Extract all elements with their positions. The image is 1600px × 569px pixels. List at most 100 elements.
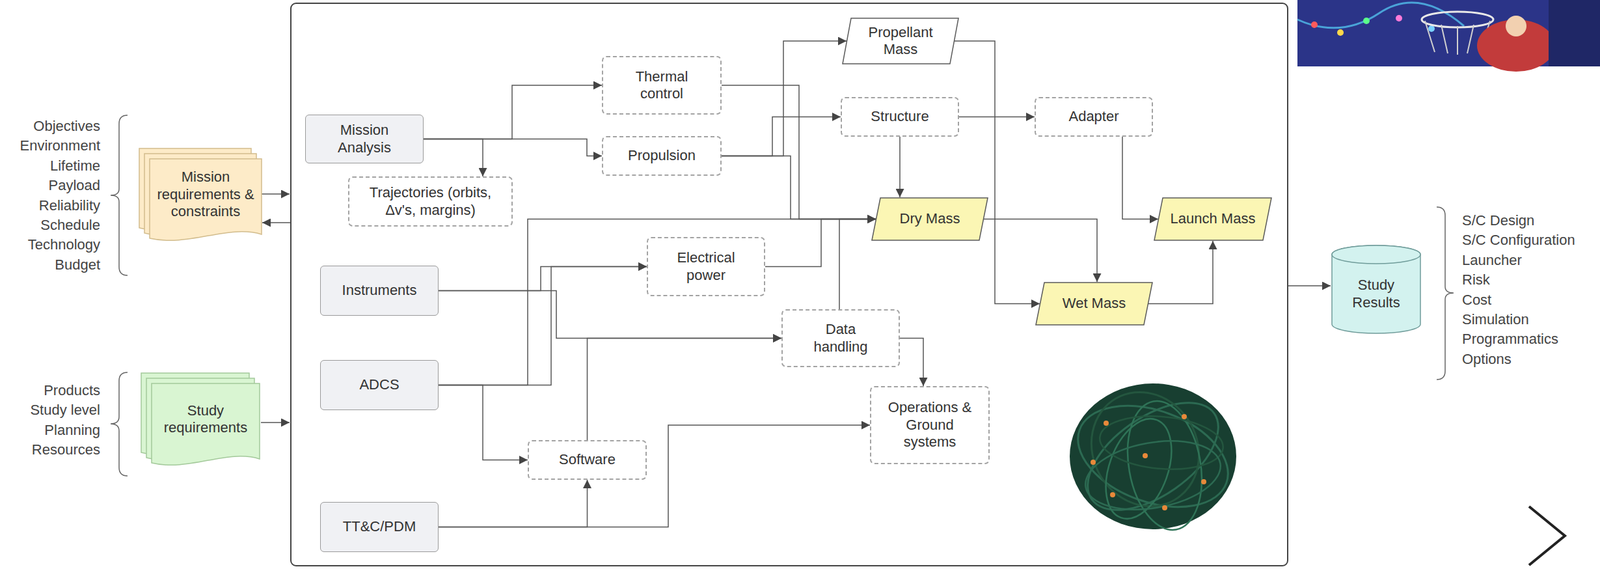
list-item: Payload (48, 176, 101, 194)
node-label: Study Results (1346, 276, 1406, 312)
document-page (151, 383, 260, 465)
light-bulb (1201, 478, 1207, 485)
document-page (149, 158, 262, 241)
picture-ground (1297, 0, 1600, 67)
wire-loop (1097, 411, 1226, 474)
subsystem-box: Adapter (1034, 96, 1153, 137)
list-item: Technology (27, 236, 101, 254)
process-box: Instruments (320, 265, 439, 316)
cylinder-top (1331, 245, 1421, 264)
list-item: Reliability (39, 197, 101, 215)
light-string (1297, 2, 1465, 28)
list-item: Risk (1462, 271, 1491, 289)
output-arrow (1288, 284, 1331, 287)
subsystem-box: Thermal control (601, 55, 722, 115)
subsystem-box: Software (527, 439, 647, 480)
mass-parallelogram: Dry Mass (871, 197, 989, 241)
connector-arrow (438, 479, 588, 528)
connector-arrow (721, 117, 841, 157)
connector-arrow (721, 40, 847, 157)
hoop (1421, 11, 1494, 28)
corner-picture (1297, 0, 1600, 72)
node-label: Electrical power (670, 249, 742, 284)
text-block: Thermal control (625, 68, 698, 103)
connector-arrow (423, 139, 483, 177)
node-label: Instruments (342, 281, 418, 299)
connector-arrow (954, 40, 1040, 304)
subsystem-box: Propulsion (601, 135, 722, 176)
mass-parallelogram: Launch Mass (1153, 197, 1273, 241)
figure-head (1505, 15, 1527, 37)
parallelogram-outline (1035, 282, 1153, 325)
parallelogram-outline (1154, 197, 1272, 241)
text-block: Propulsion (627, 147, 696, 164)
database-cylinder: Study Results (1331, 244, 1422, 334)
node-label: Dry Mass (899, 210, 961, 228)
text-block: TT&C/PDM (342, 517, 416, 535)
node-label: TT&C/PDM (342, 517, 416, 535)
node-label: Data handling (808, 320, 874, 356)
text-block: Software (558, 450, 616, 468)
connector-arrow (438, 266, 647, 386)
brace (1436, 206, 1454, 380)
light-bulb (1311, 21, 1318, 28)
node-label: Launch Mass (1170, 210, 1256, 228)
connector-arrow (438, 385, 528, 461)
text-block: Instruments (342, 281, 418, 299)
text-block: Structure (870, 108, 929, 125)
light-bulb (1337, 29, 1344, 36)
node-label: Thermal control (625, 68, 698, 103)
subsystem-box: Structure (840, 96, 960, 137)
list-item: Launcher (1462, 251, 1522, 269)
text-block: Trajectories (orbits, Δv's, margins) (355, 184, 505, 219)
list-item: Simulation (1462, 311, 1530, 328)
node-label: Operations & Ground systems (881, 398, 979, 451)
light-bulb (1103, 420, 1109, 426)
node-label: Wet Mass (1062, 294, 1126, 312)
node-label: Trajectories (orbits, Δv's, margins) (355, 184, 505, 219)
process-box: ADCS (320, 359, 439, 410)
node-label: Mission Analysis (328, 121, 401, 157)
connector-arrow (899, 338, 924, 387)
light-bulb (1181, 413, 1187, 420)
node-label: ADCS (359, 376, 399, 394)
text-block: Mission Analysis (328, 121, 401, 157)
text-block: Launch Mass (1170, 210, 1256, 228)
light-bulb (1142, 452, 1148, 459)
process-box: Mission Analysis (305, 114, 424, 164)
connector-arrow (438, 266, 647, 291)
parallelogram-outline (842, 18, 959, 64)
list-item: Budget (54, 256, 101, 274)
light-bulb (1162, 504, 1168, 511)
text-block: ADCS (359, 376, 399, 394)
process-box: TT&C/PDM (320, 501, 439, 552)
input-arrow (260, 421, 290, 423)
brace (110, 115, 128, 276)
node-label: Propulsion (627, 147, 696, 164)
list-item: Schedule (40, 216, 101, 234)
list-item: Environment (19, 137, 101, 155)
document-stack: Study requirements (140, 372, 261, 468)
connector-arrow (438, 424, 870, 528)
node-label: Mission requirements & constraints (156, 168, 255, 220)
node-label: Adapter (1068, 108, 1119, 125)
subsystem-box: Electrical power (646, 236, 766, 297)
light-bulb (1363, 17, 1370, 25)
text-block: Mission requirements & constraints (156, 168, 255, 220)
connector-arrow (423, 139, 602, 157)
light-bulb (1090, 459, 1096, 465)
subsystem-box: Operations & Ground systems (869, 385, 990, 464)
text-block: Electrical power (670, 249, 742, 284)
node-label: Propellant Mass (861, 24, 940, 59)
subsystem-box: Data handling (781, 309, 900, 367)
text-block: Data handling (808, 320, 874, 356)
list-item: Programmatics (1462, 330, 1559, 348)
list-item: S/C Configuration (1462, 231, 1576, 249)
node-label: Study requirements (160, 402, 252, 437)
connector-arrow (721, 156, 876, 220)
study-frame (290, 3, 1288, 566)
feedback-arrow (262, 221, 291, 224)
list-item: Planning (44, 421, 101, 439)
node-label: Software (558, 450, 616, 468)
